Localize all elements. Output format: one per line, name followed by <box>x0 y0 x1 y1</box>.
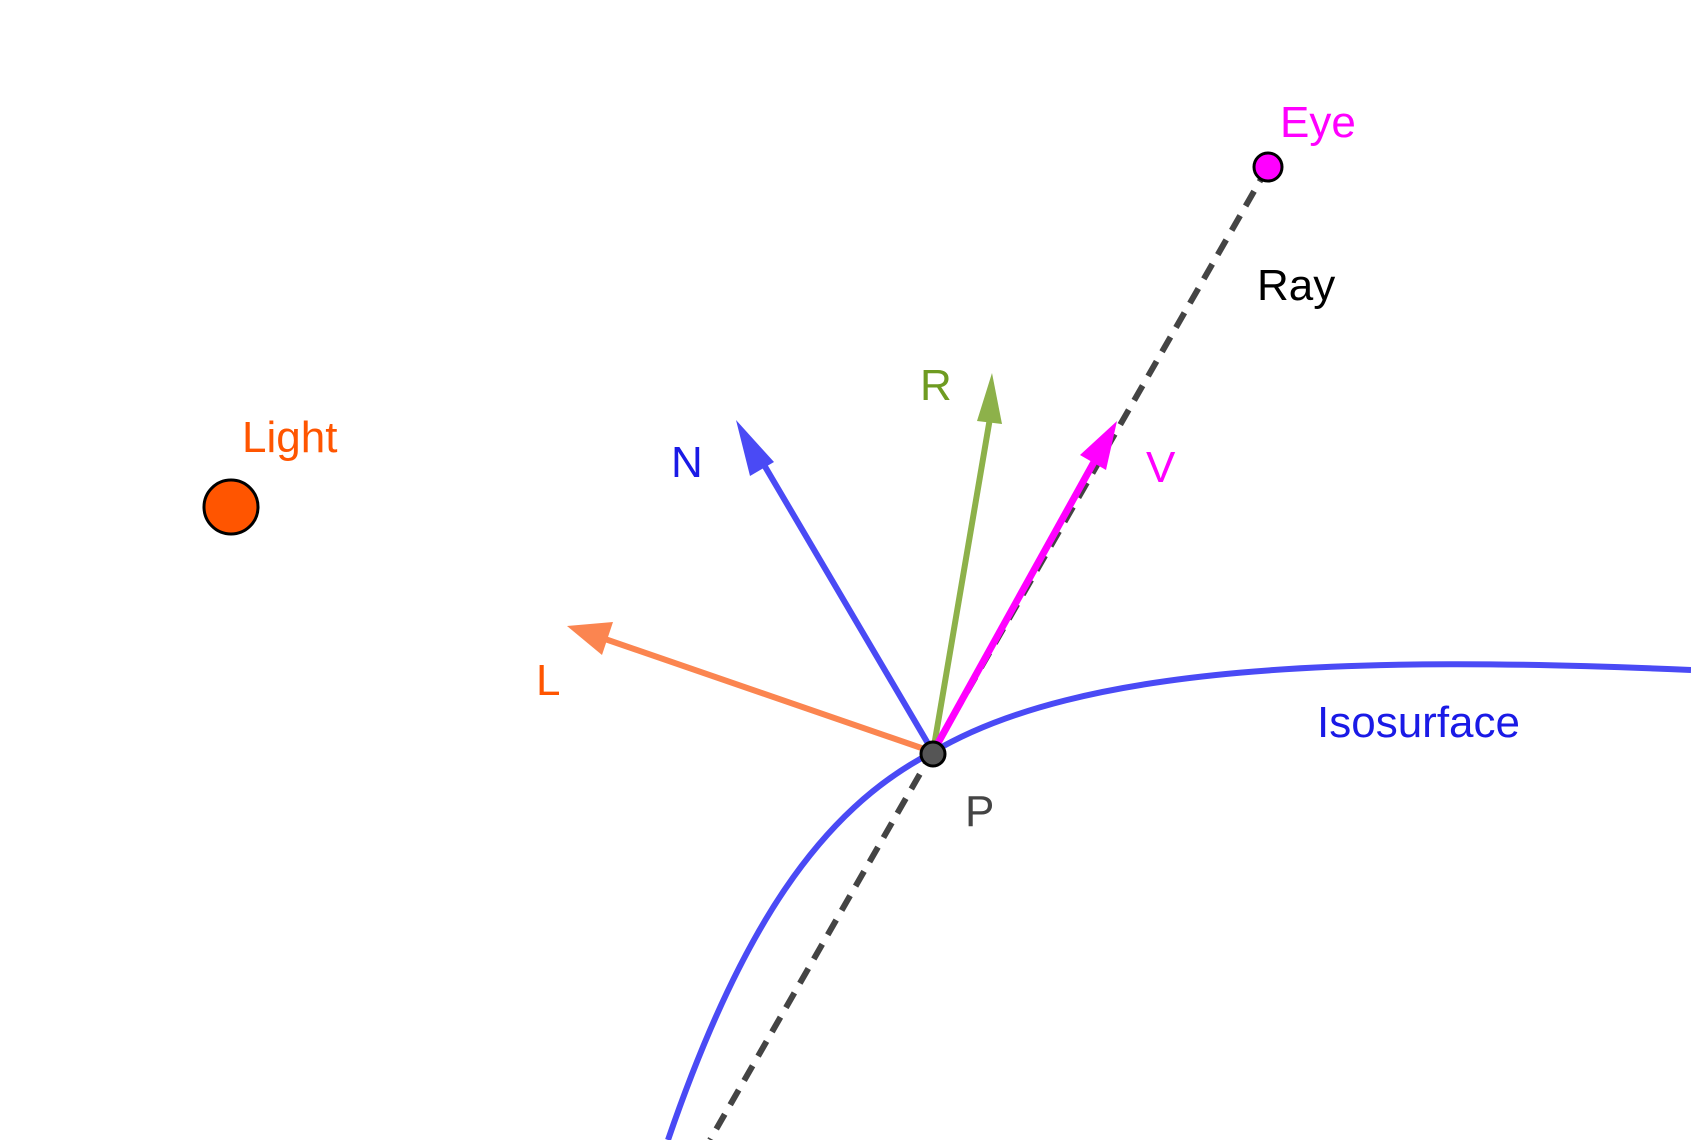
view-vector-arrow <box>929 421 1117 754</box>
ray-label: Ray <box>1257 261 1335 310</box>
normal-label: N <box>671 438 703 487</box>
eye-label: Eye <box>1280 98 1356 147</box>
light-vector-label: L <box>536 656 560 705</box>
view-label: V <box>1146 443 1176 492</box>
light-source <box>202 478 260 536</box>
isosurface-label: Isosurface <box>1317 698 1520 747</box>
light-vector-arrow <box>567 622 934 755</box>
reflection-label: R <box>920 361 952 410</box>
isosurface-curve <box>665 661 1691 1140</box>
surface-point-p <box>919 740 947 768</box>
reflection-vector-arrow <box>930 373 1002 753</box>
light-label: Light <box>242 413 337 462</box>
eye-point <box>1252 151 1284 183</box>
point-p-label: P <box>965 787 994 836</box>
normal-vector-arrow <box>736 420 936 754</box>
